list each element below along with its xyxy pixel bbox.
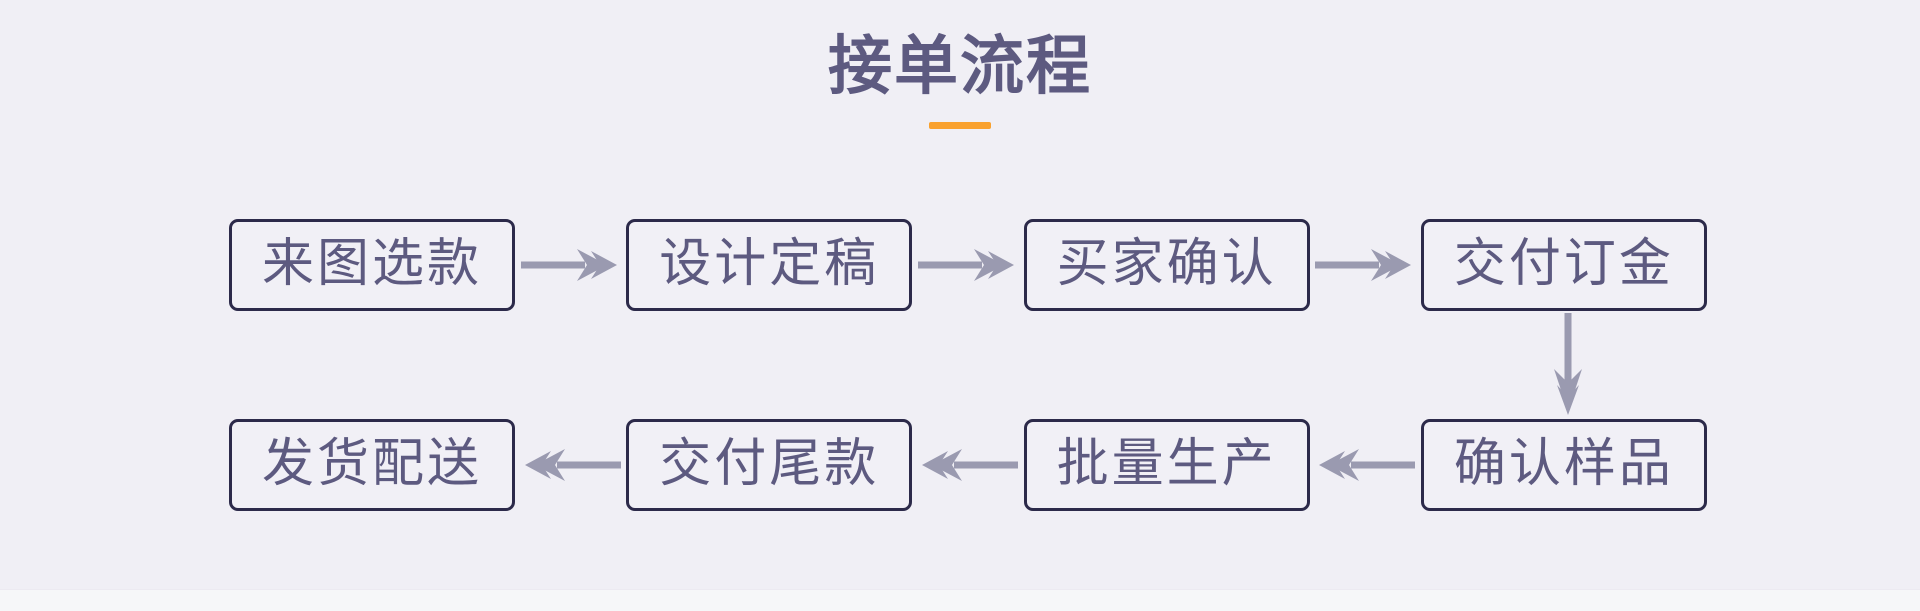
arrow-left-icon <box>913 419 1023 511</box>
flow-node-fa-huo-pei-song[interactable]: 发货配送 <box>229 419 515 511</box>
flow-node-jiao-fu-wei-kuan[interactable]: 交付尾款 <box>626 419 913 511</box>
flow-node-mai-jia-que-ren[interactable]: 买家确认 <box>1023 219 1310 311</box>
flow-node-label: 批量生产 <box>1056 436 1277 493</box>
flow-row-2: 发货配送 交付尾款 批量生产 <box>229 419 1707 511</box>
arrow-down-icon <box>1551 311 1585 419</box>
footer-strip <box>0 589 1920 611</box>
page-title: 接单流程 <box>828 31 1092 102</box>
flow-node-label: 交付尾款 <box>659 436 880 493</box>
arrow-right-icon <box>516 219 626 311</box>
flow-node-label: 确认样品 <box>1453 436 1674 493</box>
slide-canvas: 接单流程 来图选款 设计定稿 买家确认 <box>0 30 1920 511</box>
flow-node-que-ren-yang-pin[interactable]: 确认样品 <box>1420 419 1707 511</box>
flow-node-label: 买家确认 <box>1056 236 1277 293</box>
flow-node-jiao-fu-ding-jin[interactable]: 交付订金 <box>1420 219 1707 311</box>
title-accent-bar <box>929 121 991 129</box>
flow-node-label: 来图选款 <box>261 236 482 293</box>
title-block: 接单流程 <box>0 30 1920 129</box>
arrow-left-icon <box>516 419 626 511</box>
flow-node-pi-liang-sheng-chan[interactable]: 批量生产 <box>1023 419 1310 511</box>
flow-node-she-ji-ding-gao[interactable]: 设计定稿 <box>626 219 913 311</box>
arrow-right-icon <box>1310 219 1420 311</box>
flow-node-label: 设计定稿 <box>659 236 880 293</box>
flow-node-label: 交付订金 <box>1453 236 1674 293</box>
flow-node-label: 发货配送 <box>261 436 482 493</box>
flow-node-lai-tu-xuan-kuan[interactable]: 来图选款 <box>229 219 515 311</box>
arrow-left-icon <box>1310 419 1420 511</box>
arrow-right-icon <box>913 219 1023 311</box>
flow-row-1: 来图选款 设计定稿 买家确认 <box>229 219 1707 311</box>
